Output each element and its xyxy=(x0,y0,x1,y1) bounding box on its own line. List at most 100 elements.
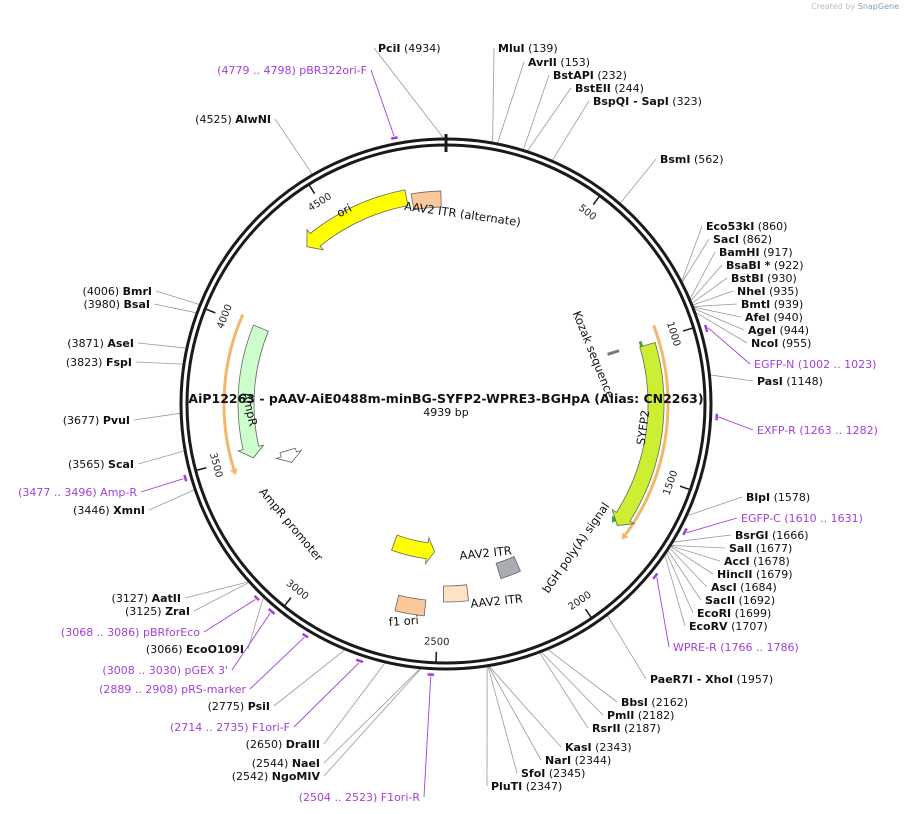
enzyme-label: BstEII (244) xyxy=(575,82,644,95)
feature-arrow xyxy=(236,324,269,459)
enzyme-label: SacI (862) xyxy=(713,233,772,246)
feature-label-itr-1: AAV2 ITR xyxy=(459,543,513,562)
credit-prefix: Created by xyxy=(811,2,856,11)
enzyme-label: (3980) BsaI xyxy=(83,298,150,311)
enzyme-leader xyxy=(691,277,728,305)
feature-box xyxy=(442,584,469,603)
tick-label: 4500 xyxy=(306,191,333,214)
tick-mark xyxy=(284,597,292,606)
enzyme-label: PciI (4934) xyxy=(378,42,441,55)
primer-label: (4779 .. 4798) pBR322ori-F xyxy=(217,64,367,77)
enzyme-leader xyxy=(526,87,572,152)
enzyme-label: SalI (1677) xyxy=(729,542,792,555)
enzyme-leader xyxy=(487,665,542,761)
enzyme-leader xyxy=(184,581,250,599)
enzyme-leader xyxy=(148,489,196,511)
primer-arc xyxy=(253,594,260,602)
enzyme-leader xyxy=(691,290,734,306)
feature-box xyxy=(410,190,442,211)
enzyme-leader xyxy=(135,361,185,365)
primer-arc xyxy=(355,658,364,664)
feature-box xyxy=(394,594,427,617)
enzyme-leader xyxy=(155,290,201,306)
primer-arc xyxy=(682,527,688,536)
enzyme-label: BstAPI (232) xyxy=(553,69,627,82)
enzyme-leader xyxy=(153,303,198,314)
enzyme-label: AgeI (944) xyxy=(748,324,809,337)
enzyme-leader xyxy=(681,225,703,283)
enzyme-label: (3871) AseI xyxy=(67,337,134,350)
tick-label: 3500 xyxy=(207,452,224,479)
primer-arc xyxy=(301,632,309,639)
enzyme-label: NcoI (955) xyxy=(751,337,811,350)
primer-label: (2889 .. 2908) pRS-marker xyxy=(99,683,246,696)
tick-mark xyxy=(196,466,207,472)
primer-label: (2714 .. 2735) F1ori-F xyxy=(170,721,290,734)
primer-arc xyxy=(652,572,659,580)
enzyme-label: AscI (1684) xyxy=(711,581,777,594)
enzyme-leader xyxy=(538,651,589,729)
enzyme-leader xyxy=(669,545,714,575)
plasmid-backbone xyxy=(179,134,713,671)
primer-label: (3068 .. 3086) pBRforEco xyxy=(61,626,200,639)
enzyme-label: EcoRV (1707) xyxy=(689,620,768,633)
enzyme-label: MluI (139) xyxy=(498,42,558,55)
primer-arc xyxy=(390,136,398,140)
enzyme-leader xyxy=(668,547,708,588)
plasmid-size: 4939 bp xyxy=(423,406,468,419)
enzyme-label: BsaBI * (922) xyxy=(726,259,804,272)
enzyme-leader xyxy=(323,667,422,764)
enzyme-leader xyxy=(670,544,726,549)
enzyme-label: AfeI (940) xyxy=(745,311,803,324)
enzyme-leader xyxy=(689,251,716,300)
feature-label-ori: ori xyxy=(334,201,354,220)
enzyme-label: (4006) BmrI xyxy=(83,285,152,298)
tick-label: 500 xyxy=(576,203,598,223)
enzyme-label: (2650) DraIII xyxy=(246,738,320,751)
orf-arc xyxy=(624,324,670,536)
enzyme-leader-lines xyxy=(133,47,754,787)
enzyme-leader xyxy=(669,545,721,562)
enzyme-label: (3823) FspI xyxy=(66,356,132,369)
enzyme-label: BbsI (2162) xyxy=(621,696,688,709)
enzyme-leader xyxy=(692,307,745,331)
primer-label: (3477 .. 3496) Amp-R xyxy=(18,486,137,499)
enzyme-leader xyxy=(137,342,187,349)
enzyme-label: PasI (1148) xyxy=(757,375,823,388)
feature-label-ampr-promoter: AmpR promoter xyxy=(256,485,326,564)
enzyme-label: HincII (1679) xyxy=(717,568,793,581)
enzyme-label: BstBI (930) xyxy=(731,272,797,285)
primer-leader xyxy=(370,69,395,137)
primer-arc xyxy=(267,608,276,615)
primer-leader xyxy=(140,478,184,493)
enzyme-leader xyxy=(546,648,618,703)
enzyme-leader xyxy=(692,306,742,318)
enzyme-leader xyxy=(274,118,314,176)
tick-label: 2000 xyxy=(567,590,594,613)
tick-mark xyxy=(679,485,690,491)
enzyme-leader xyxy=(551,100,590,162)
primer-label: EGFP-C (1610 .. 1631) xyxy=(741,512,863,525)
enzyme-label: (3677) PvuI xyxy=(63,414,130,427)
tick-label: 2500 xyxy=(424,636,450,648)
plasmid-title: AiP12263 - pAAV-AiE0488m-minBG-SYFP2-WPR… xyxy=(188,391,703,406)
orf-arc xyxy=(222,314,245,470)
enzyme-leader xyxy=(492,47,495,144)
enzyme-label: (2544) NaeI xyxy=(252,757,320,770)
enzyme-leader xyxy=(664,553,686,627)
tick-mark xyxy=(308,184,316,195)
primers xyxy=(140,69,754,798)
feature-label-itr-2: AAV2 ITR xyxy=(470,591,524,610)
enzyme-leader xyxy=(694,311,748,344)
tick-label: 3000 xyxy=(284,578,311,602)
enzyme-leader xyxy=(488,665,562,748)
enzyme-leader xyxy=(689,264,723,302)
enzyme-leader xyxy=(193,581,250,612)
enzyme-label: PluTI (2347) xyxy=(491,780,562,793)
feature-label-ampr: AmpR xyxy=(239,391,260,428)
enzyme-leader xyxy=(667,549,702,601)
tick-label: 1000 xyxy=(664,320,682,348)
enzyme-leader xyxy=(619,158,657,205)
enzyme-label: BmtI (939) xyxy=(741,298,803,311)
